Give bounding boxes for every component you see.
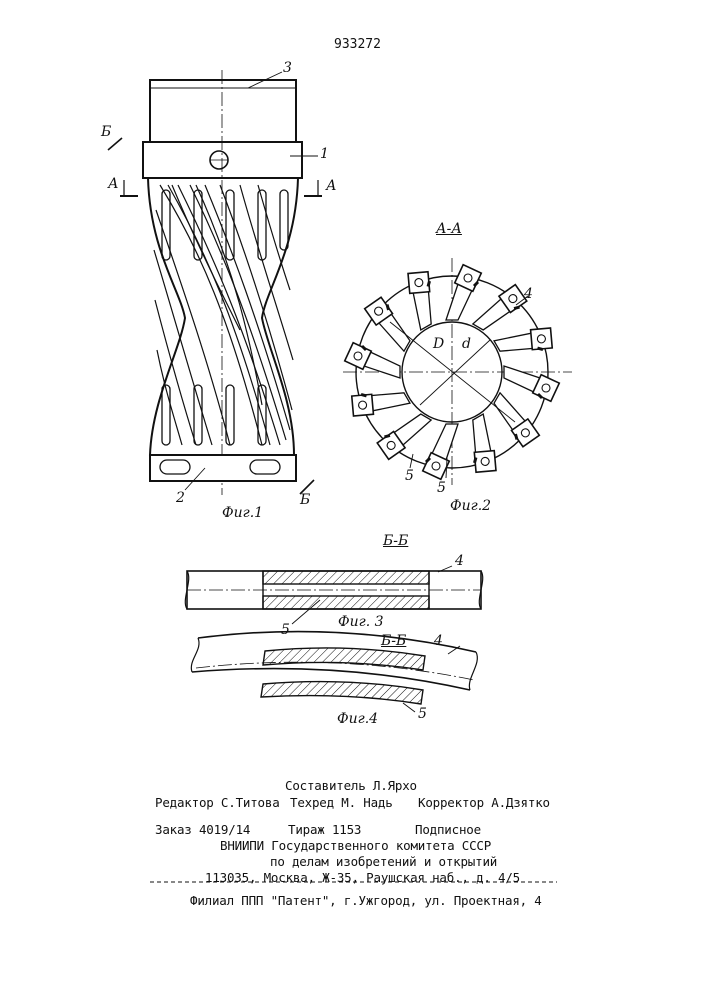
- fig4-caption: Фиг.4: [337, 711, 378, 727]
- fig1-label-2: 2: [176, 490, 185, 506]
- footer-org-line1: ВНИИПИ Государственного комитета СССР: [220, 838, 491, 853]
- fig2-drawing: [343, 258, 572, 485]
- footer-editor: Редактор С.Титова: [155, 795, 280, 810]
- patent-number: 933272: [334, 37, 381, 52]
- fig4-hatch-bottom: [261, 682, 423, 704]
- fig2-blade: [393, 264, 451, 330]
- footer-subscription: Подписное: [415, 822, 481, 837]
- fig2-label-D: D: [433, 336, 444, 352]
- fig1-section-B-bottom: Б: [300, 492, 310, 508]
- dim-d-line: [420, 340, 490, 405]
- dim-D-line: [390, 322, 515, 422]
- fig3-section-title: Б-Б: [383, 533, 408, 549]
- fig4-section-title: Б-Б: [381, 633, 406, 649]
- footer-techred: Техред М. Надь: [290, 795, 393, 810]
- fig2-section-title: А-А: [436, 221, 462, 237]
- fig1-label-1: 1: [320, 146, 329, 162]
- fig4-hatch-top: [263, 648, 425, 670]
- fig3-hatch-top: [263, 571, 429, 584]
- fig2-blade: [446, 265, 481, 320]
- footer-order: Заказ 4019/14: [155, 822, 250, 837]
- fig1-label-3: 3: [283, 60, 292, 76]
- fig3-caption: Фиг. 3: [338, 614, 384, 630]
- fig4-label-5: 5: [418, 706, 427, 722]
- fig3-drawing: [185, 566, 482, 624]
- fig3-label-4: 4: [455, 553, 464, 569]
- fig2-blade: [453, 414, 511, 480]
- fig1-caption: Фиг.1: [222, 505, 263, 521]
- fig1-section-B-top: Б: [101, 124, 111, 140]
- fig1-helical-strands: [154, 185, 293, 445]
- footer-branch: Филиал ППП "Патент", г.Ужгород, ул. Прое…: [190, 893, 542, 908]
- fig3-label-5: 5: [281, 622, 290, 638]
- fig2-label-5b: 5: [437, 480, 446, 496]
- fig1-bottom-ring: [150, 455, 296, 481]
- fig2-blade: [344, 373, 410, 431]
- fig2-blade: [345, 343, 400, 378]
- fig2-blade: [494, 313, 560, 371]
- footer-corrector: Корректор А.Дзятко: [418, 795, 550, 810]
- fig2-blade: [423, 424, 458, 479]
- fig4-label-4: 4: [434, 633, 443, 649]
- footer-address: 113035, Москва, Ж-35, Раушская наб., д. …: [205, 870, 520, 885]
- fig1-section-A-right: А: [326, 178, 337, 194]
- footer-composer: Составитель Л.Ярхо: [285, 778, 417, 793]
- footer-circulation: Тираж 1153: [288, 822, 361, 837]
- fig2-label-d: d: [462, 336, 471, 352]
- fig2-caption: Фиг.2: [450, 498, 491, 514]
- fig1-slots: [162, 190, 288, 445]
- fig3-hatch-bottom: [263, 596, 429, 609]
- fig1-drawing: [108, 70, 322, 495]
- fig1-top-block: [150, 80, 296, 142]
- fig2-label-5a: 5: [405, 468, 414, 484]
- fig1-section-A-left: А: [108, 176, 119, 192]
- fig2-blade: [504, 366, 559, 401]
- footer-org-line2: по делам изобретений и открытий: [270, 854, 497, 869]
- fig2-label-4: 4: [524, 286, 533, 302]
